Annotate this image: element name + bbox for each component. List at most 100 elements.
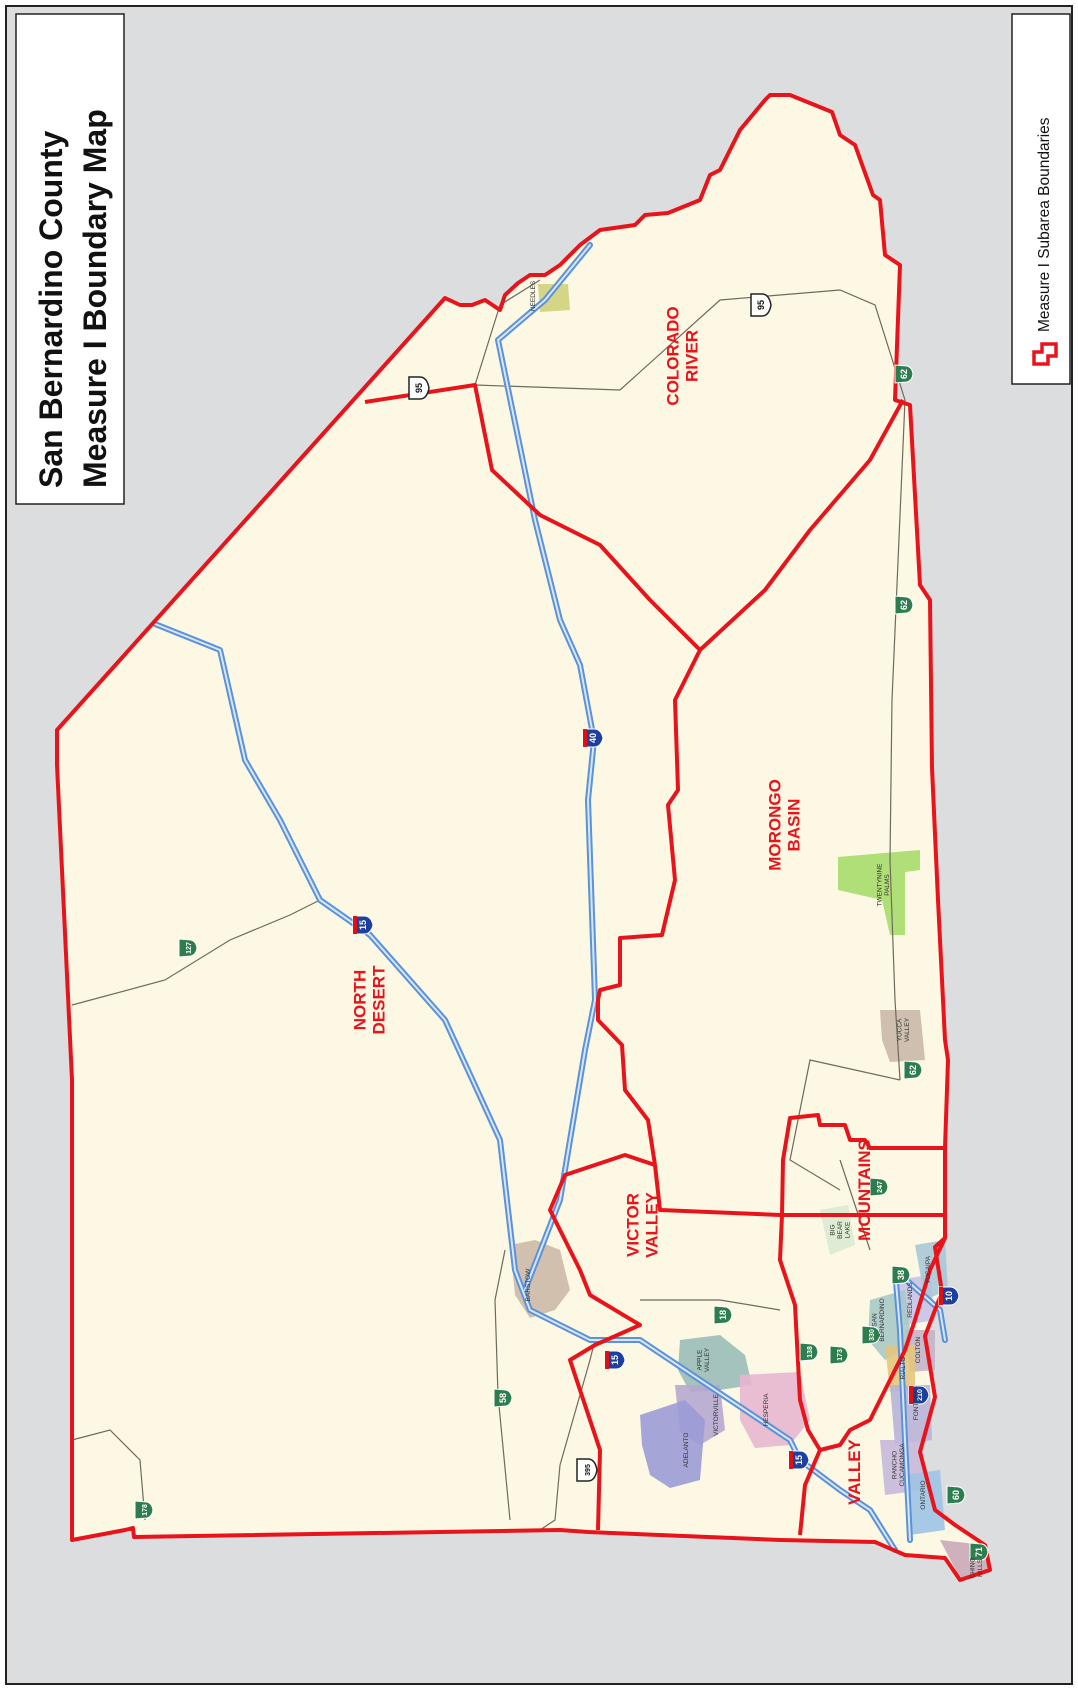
state-shield-icon: 62 [894, 595, 914, 615]
title-line-2: Measure I Boundary Map [77, 109, 113, 488]
interstate-shield-icon: 15 [352, 915, 374, 935]
us-shield-icon: 95 [408, 376, 430, 400]
svg-text:15: 15 [358, 920, 368, 930]
city-label-adelanto: ADELANTO [683, 1433, 690, 1468]
road-sr-58 [494, 1249, 511, 1521]
city-label-rancho-cucamonga: RANCHOCUCAMONGA [891, 1443, 905, 1487]
svg-text:15: 15 [794, 1455, 804, 1465]
us-shield-icon: 95 [750, 293, 772, 317]
legend-label: Measure I Subarea Boundaries [1036, 117, 1053, 332]
svg-text:40: 40 [588, 733, 598, 743]
interstate-shield-icon: 210 [908, 1385, 930, 1405]
region-label-valley: VALLEY [845, 1438, 864, 1504]
svg-text:138: 138 [807, 1346, 814, 1358]
boundary-mountains-top [653, 1164, 945, 1217]
interstate-shield-icon: 40 [582, 728, 604, 748]
svg-text:38: 38 [896, 1270, 906, 1280]
state-shield-icon: 62 [903, 1060, 923, 1080]
city-label-hesperia: HESPERIA [763, 1393, 770, 1427]
road-sr-38 [839, 1159, 871, 1251]
svg-text:62: 62 [899, 369, 909, 379]
svg-text:330: 330 [869, 1329, 876, 1341]
city-label-rialto: RIALTO [900, 1357, 907, 1380]
subarea-boundaries [55, 93, 992, 1582]
svg-text:10: 10 [944, 1291, 954, 1301]
state-shield-icon: 247 [869, 1177, 889, 1197]
city-label-ontario: ONTARIO [920, 1480, 927, 1509]
city-label-barstow: BARSTOW [525, 1268, 532, 1302]
road-sr-247 [789, 1059, 901, 1191]
svg-text:62: 62 [908, 1065, 918, 1075]
svg-text:127: 127 [186, 942, 193, 954]
city-area-needles [538, 284, 570, 312]
city-label-twentynine-palms: TWENTYNINEPALMS [876, 863, 890, 907]
svg-text:58: 58 [498, 1393, 508, 1403]
county-land [57, 95, 990, 1580]
city-label-san-bernardino: SANBERNARDINO [871, 1298, 885, 1341]
svg-text:71: 71 [974, 1547, 984, 1557]
region-label-mountains: MOUNTAINS [855, 1139, 874, 1241]
title-box: San Bernardino County Measure I Boundary… [15, 13, 125, 505]
interstate-shield-icon: 15 [788, 1450, 810, 1470]
svg-text:95: 95 [756, 300, 766, 310]
svg-text:62: 62 [899, 600, 909, 610]
city-area-hesperia [740, 1372, 810, 1448]
state-shield-icon: 71 [969, 1542, 989, 1562]
svg-text:60: 60 [951, 1490, 961, 1500]
city-area-ontario [905, 1470, 945, 1535]
road-sr-18 [640, 1299, 781, 1311]
title-frame [15, 13, 125, 505]
city-area-yucca-valley [880, 1010, 925, 1062]
boundary-outline-icon [1032, 342, 1058, 366]
svg-text:395: 395 [585, 1464, 592, 1476]
region-label-morongo-basin: MORONGOBASIN [766, 779, 804, 871]
route-shields: 95 95 395 40 15 15 15 10 210 127 178 58 247 18 138 173 3… [134, 293, 989, 1562]
boundary-victor-valley [548, 1153, 656, 1531]
boundary-mountains-east [780, 1113, 945, 1216]
legend-box: Measure I Subarea Boundaries [1011, 13, 1071, 385]
state-shield-icon: 38 [891, 1265, 911, 1285]
state-shield-icon: 18 [713, 1305, 733, 1325]
boundary-colorado-river [364, 383, 905, 652]
title-line-1: San Bernardino County [33, 130, 69, 488]
city-area-adelanto [640, 1400, 705, 1488]
city-label-yucca-valley: YUCCAVALLEY [896, 1017, 910, 1042]
city-label-needles: NEEDLES [530, 280, 537, 311]
state-shield-icon: 62 [894, 364, 914, 384]
region-label-north-desert: NORTHDESERT [351, 965, 389, 1035]
state-shield-icon: 178 [134, 1500, 154, 1520]
svg-text:15: 15 [610, 1355, 620, 1365]
city-labels: NEEDLES TWENTYNINEPALMS YUCCAVALLEY BARSTOW… [525, 280, 984, 1578]
svg-text:247: 247 [877, 1181, 884, 1193]
svg-text:210: 210 [917, 1389, 924, 1401]
interstate-shield-icon: 15 [604, 1350, 626, 1370]
svg-text:173: 173 [837, 1349, 844, 1361]
road-sr-127 [71, 899, 321, 1006]
boundary-valley [819, 1237, 947, 1452]
city-label-apple-valley: APPLEVALLEY [696, 1347, 710, 1372]
city-area-big-bear-lake [820, 1205, 855, 1255]
city-label-chino-hills: CHINOHILLS [969, 1558, 983, 1579]
city-label-redlands: REDLANDS [907, 1282, 914, 1318]
state-shield-icon: 127 [178, 938, 198, 958]
svg-text:95: 95 [414, 383, 424, 393]
city-label-victorville: VICTORVILLE [713, 1393, 720, 1436]
interstate-shield-icon: 10 [938, 1286, 960, 1306]
state-shield-icon: 58 [493, 1388, 513, 1408]
state-shield-icon: 60 [946, 1485, 966, 1505]
state-shield-icon: 173 [829, 1345, 849, 1365]
city-label-big-bear-lake: BIGBEARLAKE [830, 1221, 852, 1239]
boundary-mountains-west [778, 1214, 822, 1536]
city-label-yucaipa: YUCAIPA [925, 1255, 932, 1284]
state-shield-icon: 138 [799, 1342, 819, 1362]
region-label-victor-valley: VICTORVALLEY [624, 1191, 662, 1257]
city-label-fontana: FONTANA [913, 1389, 920, 1420]
region-label-colorado-river: COLORADORIVER [664, 306, 702, 405]
city-label-colton: COLTON [915, 1336, 922, 1363]
road-sr-178 [71, 1429, 146, 1521]
state-shield-icon: 330 [861, 1325, 881, 1345]
svg-text:178: 178 [142, 1504, 149, 1516]
region-labels: NORTHDESERT COLORADORIVER MORONGOBASIN VICT… [351, 306, 874, 1504]
city-area-twentynine-palms [838, 850, 920, 935]
